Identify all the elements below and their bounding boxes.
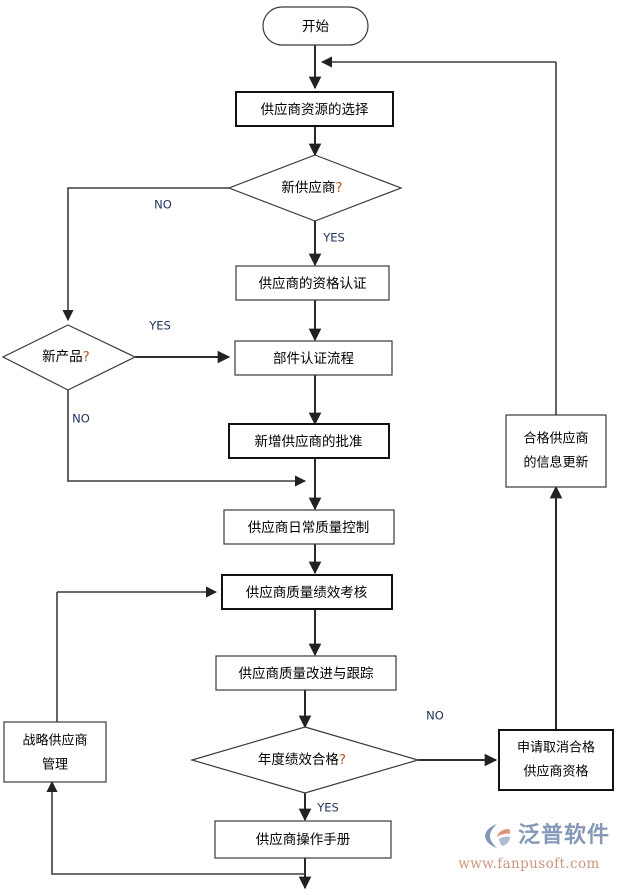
start-shape [262, 6, 369, 46]
qualification-shape [235, 265, 390, 301]
node-is-new-supplier[interactable]: 新供应商? [227, 154, 403, 222]
improve-and-track-label: 供应商质量改进与跟踪 [239, 665, 374, 682]
node-part-certification[interactable]: 部件认证流程 [234, 340, 393, 376]
node-qualification[interactable]: 供应商的资格认证 [235, 265, 390, 301]
is-new-product-text: 新产品 [42, 349, 83, 365]
label-new-product-yes: YES [148, 319, 171, 333]
node-annual-pass[interactable]: 年度绩效合格? [189, 726, 421, 794]
daily-quality-control-shape [223, 509, 395, 545]
qualification-label: 供应商的资格认证 [259, 275, 367, 292]
part-certification-shape [234, 340, 393, 376]
is-new-supplier-qmark: ? [335, 180, 342, 196]
is-new-product-shape [1, 324, 137, 391]
operation-manual-label: 供应商操作手册 [256, 831, 351, 848]
info-update-label-line1: 合格供应商 [523, 431, 588, 447]
improve-and-track-shape [215, 655, 397, 691]
node-daily-quality-control[interactable]: 供应商日常质量控制 [223, 509, 395, 545]
node-performance-review[interactable]: 供应商质量绩效考核 [221, 574, 393, 610]
label-annual-no: NO [426, 709, 444, 723]
node-strategic-mgmt[interactable]: 战略供应商 管理 [3, 721, 107, 783]
annual-pass-qmark: ? [339, 752, 346, 768]
start-label: 开始 [302, 19, 329, 35]
annual-pass-shape [189, 726, 421, 794]
daily-quality-control-label: 供应商日常质量控制 [248, 519, 370, 536]
select-resource-label: 供应商资源的选择 [261, 101, 369, 118]
annual-pass-text: 年度绩效合格 [258, 752, 339, 768]
operation-manual-shape [214, 820, 392, 859]
node-is-new-product[interactable]: 新产品? [1, 324, 137, 391]
edges [46, 45, 563, 890]
edge-bottom-loop-to-strategic [46, 780, 305, 875]
is-new-supplier-label: 新供应商? [281, 179, 342, 196]
edge-new-supplier-no [62, 187, 229, 322]
performance-review-label: 供应商质量绩效考核 [246, 584, 368, 601]
node-revoke-request[interactable]: 申请取消合格 供应商资格 [498, 729, 614, 791]
approve-new-supplier-shape [228, 423, 390, 459]
revoke-request-shape [498, 729, 614, 791]
node-start[interactable]: 开始 [262, 6, 369, 46]
is-new-supplier-shape [227, 154, 403, 222]
node-info-update[interactable]: 合格供应商 的信息更新 [505, 414, 607, 488]
node-improve-and-track[interactable]: 供应商质量改进与跟踪 [215, 655, 397, 691]
label-new-product-no: NO [72, 412, 90, 426]
is-new-product-label: 新产品? [42, 349, 90, 365]
is-new-product-qmark: ? [83, 349, 90, 365]
info-update-label-line2: 的信息更新 [523, 455, 588, 471]
info-update-shape [505, 414, 607, 488]
strategic-mgmt-label-line2: 管理 [42, 758, 68, 773]
is-new-supplier-text: 新供应商 [281, 179, 335, 196]
revoke-request-label-line2: 供应商资格 [523, 764, 588, 780]
part-certification-label: 部件认证流程 [273, 351, 354, 367]
node-operation-manual[interactable]: 供应商操作手册 [214, 820, 392, 859]
label-new-supplier-no: NO [154, 198, 172, 212]
annual-pass-label: 年度绩效合格? [258, 752, 346, 768]
node-approve-new-supplier[interactable]: 新增供应商的批准 [228, 423, 390, 459]
strategic-mgmt-shape [3, 721, 107, 783]
node-select-resource[interactable]: 供应商资源的选择 [235, 91, 394, 127]
performance-review-shape [221, 574, 393, 610]
edge-new-product-no [67, 390, 307, 487]
approve-new-supplier-label: 新增供应商的批准 [255, 433, 363, 450]
revoke-request-label-line1: 申请取消合格 [517, 740, 595, 756]
edge-labels: NO YES YES NO YES NO [72, 198, 444, 815]
label-annual-yes: YES [316, 801, 339, 815]
strategic-mgmt-label-line1: 战略供应商 [22, 733, 87, 749]
label-new-supplier-yes: YES [322, 231, 345, 245]
select-resource-shape [235, 91, 394, 127]
